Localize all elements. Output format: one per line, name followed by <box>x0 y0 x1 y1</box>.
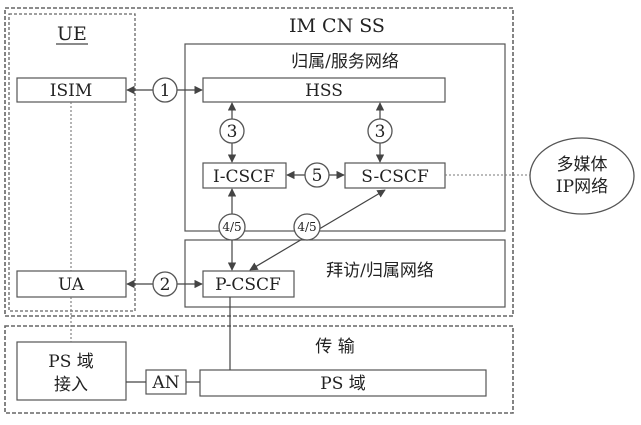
icscf-label: I-CSCF <box>213 167 275 187</box>
if5-circle <box>304 162 330 188</box>
ue-frame <box>8 13 136 312</box>
pcscf-box <box>202 270 295 298</box>
if1-circle <box>152 77 178 103</box>
if3a-circle <box>219 118 245 144</box>
transport-frame <box>4 325 514 414</box>
scscf-label: S-CSCF <box>361 167 429 187</box>
visited-network-title: 拜访/归属网络 <box>326 261 434 281</box>
if2-label: 2 <box>160 275 171 295</box>
if45b-label: 4/5 <box>297 220 316 234</box>
multimedia-line2: IP网络 <box>556 177 608 197</box>
if3a-label: 3 <box>227 122 238 142</box>
if3b-label: 3 <box>375 122 386 142</box>
if45b-circle <box>293 213 321 241</box>
if1-label: 1 <box>160 81 171 101</box>
ps-domain-box <box>199 369 487 397</box>
an-label: AN <box>151 373 179 393</box>
multimedia-line1: 多媒体 <box>557 155 608 175</box>
multimedia-ip-network <box>529 137 635 215</box>
if3b-circle <box>367 118 393 144</box>
pcscf-label: P-CSCF <box>215 275 281 295</box>
icscf-box <box>202 162 287 189</box>
home-network-title: 归属/服务网络 <box>291 52 399 72</box>
if45a-label: 4/5 <box>222 220 241 234</box>
outer-frame <box>4 7 514 317</box>
if2-circle <box>152 271 178 297</box>
transport-title: 传 输 <box>315 337 354 357</box>
ps-access-line2: 接入 <box>54 375 88 395</box>
isim-label: ISIM <box>50 81 92 101</box>
if5-label: 5 <box>312 166 323 186</box>
hss-box <box>202 77 446 103</box>
ue-title: UE <box>57 23 87 45</box>
ua-label: UA <box>58 275 85 295</box>
hss-label: HSS <box>305 81 343 101</box>
if45a-circle <box>218 213 246 241</box>
ps-domain-label: PS 域 <box>320 374 366 394</box>
ims-title: IM CN SS <box>289 15 385 37</box>
ps-access-line1: PS 域 <box>48 352 94 372</box>
